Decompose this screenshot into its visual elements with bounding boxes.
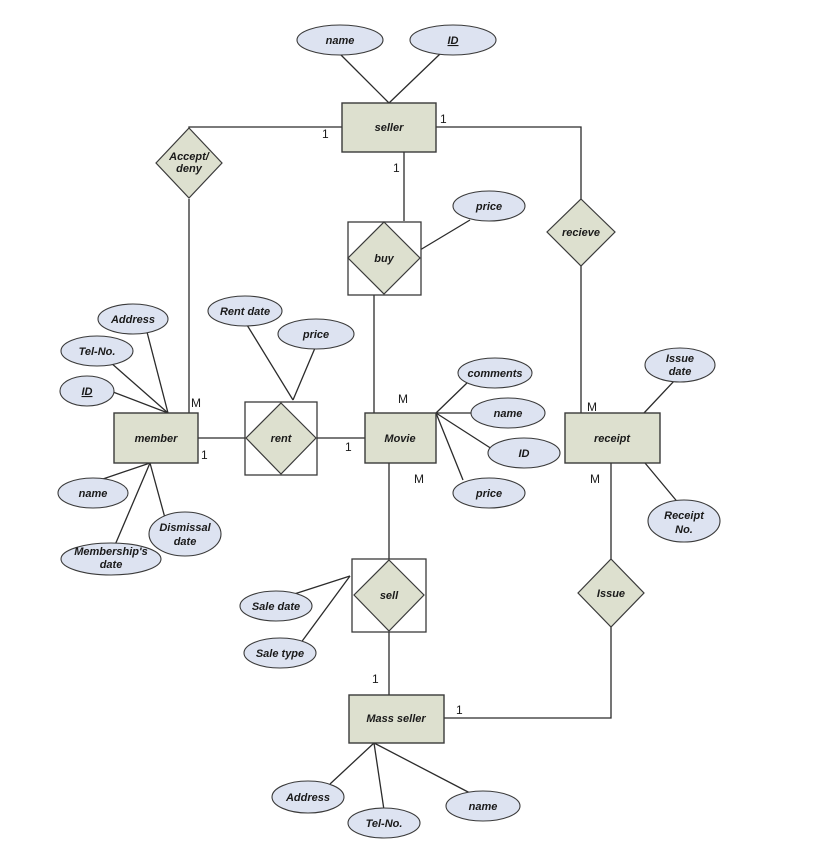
svg-text:date: date	[174, 536, 197, 548]
attr-member-dismissal-date: Dismissal date	[148, 511, 222, 557]
attr-seller-name: name	[296, 24, 384, 56]
buy-label: buy	[374, 253, 394, 265]
attr-movie-price: price	[452, 477, 526, 509]
attr-mass-seller-name: name	[445, 790, 521, 822]
attr-sale-date: Sale date	[239, 590, 313, 622]
svg-text:name: name	[494, 408, 523, 420]
svg-text:date: date	[669, 366, 692, 378]
svg-text:price: price	[475, 201, 502, 213]
connector-lines	[99, 53, 681, 811]
svg-text:Dismissal: Dismissal	[159, 522, 211, 534]
svg-text:Address: Address	[110, 314, 155, 326]
card-seller-buy: 1	[393, 161, 400, 175]
svg-text:name: name	[469, 801, 498, 813]
svg-text:comments: comments	[467, 368, 522, 380]
card-massseller-issue: 1	[456, 703, 463, 717]
accept-deny-label-line1: Accept/	[168, 151, 211, 163]
attr-rent-date: Rent date	[207, 295, 283, 327]
attr-movie-id: ID	[487, 437, 561, 469]
card-massseller-sell: 1	[372, 672, 379, 686]
svg-text:Rent date: Rent date	[220, 306, 270, 318]
svg-text:Sale date: Sale date	[252, 601, 300, 613]
member-label: member	[135, 433, 179, 445]
recieve-label: recieve	[562, 227, 600, 239]
attr-receipt-issue-date: Issue date	[644, 347, 716, 383]
card-member-accept: M	[191, 396, 201, 410]
entity-movie: Movie	[364, 412, 437, 464]
relationship-accept-deny: Accept/ deny	[155, 127, 223, 199]
card-receipt-issue: M	[590, 472, 600, 486]
receipt-label: receipt	[594, 433, 631, 445]
card-receipt-recieve: M	[587, 400, 597, 414]
attr-rent-price: price	[277, 318, 355, 350]
svg-text:ID: ID	[82, 386, 93, 398]
attr-receipt-no: Receipt No.	[647, 499, 721, 543]
attr-member-membership-date: Membership's date	[60, 542, 162, 576]
attr-mass-seller-tel-no: Tel-No.	[347, 807, 421, 839]
svg-text:ID: ID	[448, 35, 459, 47]
svg-text:name: name	[79, 488, 108, 500]
card-seller-accept: 1	[322, 127, 329, 141]
movie-label: Movie	[384, 433, 415, 445]
svg-text:No.: No.	[675, 524, 693, 536]
attr-member-tel-no: Tel-No.	[60, 335, 134, 367]
card-member-rent: 1	[201, 448, 208, 462]
attr-seller-id: ID	[409, 24, 497, 56]
card-seller-recieve: 1	[440, 112, 447, 126]
attr-member-id: ID	[59, 375, 115, 407]
svg-text:Address: Address	[285, 792, 330, 804]
entity-receipt: receipt	[564, 412, 661, 464]
svg-text:Tel-No.: Tel-No.	[366, 818, 403, 830]
entity-member: member	[113, 412, 199, 464]
svg-text:price: price	[475, 488, 502, 500]
rent-label: rent	[271, 433, 293, 445]
svg-text:Receipt: Receipt	[664, 510, 705, 522]
accept-deny-label-line2: deny	[176, 163, 203, 175]
seller-label: seller	[375, 122, 404, 134]
relationship-recieve: recieve	[546, 198, 616, 267]
svg-text:Sale type: Sale type	[256, 648, 304, 660]
mass-seller-label: Mass seller	[366, 713, 426, 725]
attr-movie-comments: comments	[457, 357, 533, 389]
entity-seller: seller	[341, 102, 437, 153]
attr-member-address: Address	[97, 303, 169, 335]
svg-text:price: price	[302, 329, 329, 341]
cardinality-labels: 1 1 1 M 1 1 M M M M 1 1	[191, 112, 600, 717]
svg-text:name: name	[326, 35, 355, 47]
svg-text:Tel-No.: Tel-No.	[79, 346, 116, 358]
attr-mass-seller-address: Address	[271, 780, 345, 814]
attr-buy-price: price	[452, 190, 526, 222]
attr-sale-type: Sale type	[243, 637, 317, 669]
attr-movie-name: name	[470, 397, 546, 429]
card-movie-rent: 1	[345, 440, 352, 454]
svg-text:Membership's: Membership's	[74, 546, 148, 558]
sell-label: sell	[380, 590, 399, 602]
relationship-rent: rent	[245, 402, 317, 475]
issue-label: Issue	[597, 588, 625, 600]
relationship-issue: Issue	[577, 558, 645, 628]
entity-mass-seller: Mass seller	[348, 694, 445, 744]
relationship-buy: buy	[347, 221, 421, 295]
svg-text:Issue: Issue	[666, 353, 694, 365]
svg-text:ID: ID	[519, 448, 530, 460]
relationship-sell: sell	[353, 559, 425, 632]
card-movie-buy: M	[398, 392, 408, 406]
card-movie-sell: M	[414, 472, 424, 486]
svg-text:date: date	[100, 559, 123, 571]
attr-member-name: name	[57, 477, 129, 509]
